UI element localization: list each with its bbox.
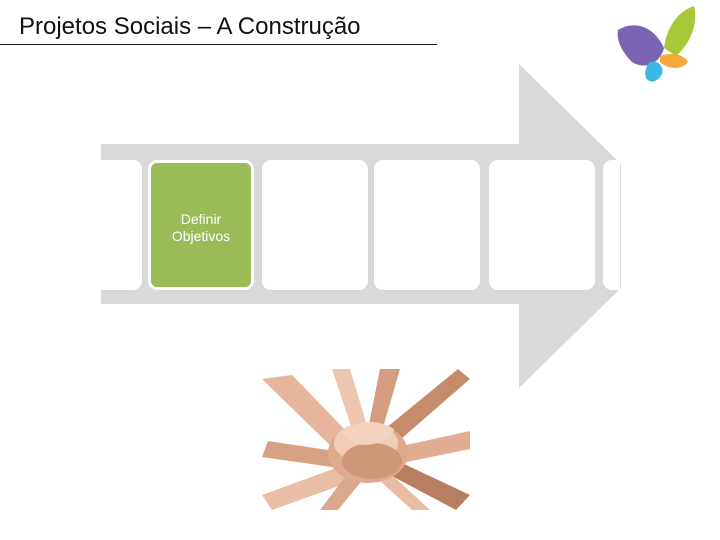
butterfly-logo-icon: [617, 6, 696, 82]
process-step-3: [262, 160, 368, 290]
process-step-1: [30, 160, 142, 290]
step-2-line1: Definir: [180, 211, 222, 227]
process-step-5: [489, 160, 595, 290]
process-step-4: [374, 160, 480, 290]
slide-title: Projetos Sociais – A Construção: [19, 13, 361, 40]
title-underline: [0, 44, 437, 45]
stacked-hands-photo: [262, 369, 470, 510]
process-step-6: [603, 160, 620, 290]
step-2-line2: Objetivos: [171, 228, 231, 244]
